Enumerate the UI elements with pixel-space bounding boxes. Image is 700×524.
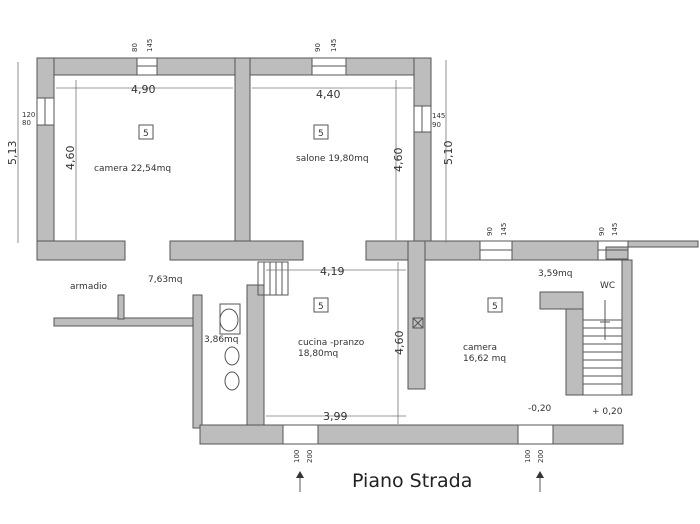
armadio-label: armadio [70, 282, 108, 292]
window-h3: 145 [432, 112, 445, 120]
cucina-label-1: cucina -pranzo [298, 338, 365, 348]
window-w3: 90 [432, 121, 441, 129]
door-h2: 200 [537, 450, 545, 463]
salone-width: 4,40 [316, 88, 341, 101]
window-w2: 90 [314, 43, 322, 52]
salone-marker: 5 [318, 129, 324, 139]
window-h4: 145 [500, 223, 508, 236]
armadio-area: 7,63mq [148, 275, 183, 285]
plan-title: Piano Strada [352, 470, 472, 492]
entrance-arrows [296, 471, 544, 492]
wc-label: WC [600, 281, 615, 291]
level-2: + 0,20 [592, 407, 623, 417]
salone-label: salone 19,80mq [296, 154, 369, 164]
cucina-label-2: 18,80mq [298, 349, 338, 359]
cucina-width-top: 4,19 [320, 265, 345, 278]
camera2-label-1: camera [463, 343, 497, 353]
salone-height: 4,60 [392, 148, 405, 173]
camera1-height: 4,60 [64, 146, 77, 171]
window-w1: 80 [131, 43, 139, 52]
room-labels: 5 camera 22,54mq 5 salone 19,80mq armadi… [70, 124, 615, 364]
left-total: 5,13 [6, 141, 19, 166]
cucina-marker: 5 [318, 302, 324, 312]
bagno-area: 3,86mq [204, 335, 239, 345]
door-w1: 100 [293, 450, 301, 463]
camera1-width: 4,90 [131, 83, 156, 96]
dimension-texts: 4,90 4,40 4,60 4,60 5,13 5,10 4,19 3,99 … [6, 39, 623, 463]
walls [36, 57, 699, 445]
window-w4: 90 [486, 227, 494, 236]
camera1-marker: 5 [143, 129, 149, 139]
openings [36, 57, 629, 445]
cucina-width-bottom: 3,99 [323, 410, 348, 423]
bathroom-fixtures [219, 303, 241, 391]
window-h2: 145 [330, 39, 338, 52]
window-h5: 145 [611, 223, 619, 236]
camera1-label: camera 22,54mq [94, 164, 171, 174]
window-h1: 145 [146, 39, 154, 52]
stairs [257, 261, 623, 396]
window-left-a: 120 [22, 111, 35, 119]
level-1: -0,20 [528, 404, 552, 414]
dimension-lines [17, 60, 447, 424]
cucina-height: 4,60 [393, 331, 406, 356]
door-h1: 200 [306, 450, 314, 463]
door-w2: 100 [524, 450, 532, 463]
wc-area: 3,59mq [538, 269, 573, 279]
camera2-label-2: 16,62 mq [463, 354, 506, 364]
window-left-b: 80 [22, 119, 31, 127]
camera2-marker: 5 [492, 302, 498, 312]
right-upper: 5,10 [442, 141, 455, 166]
window-w5: 90 [598, 227, 606, 236]
